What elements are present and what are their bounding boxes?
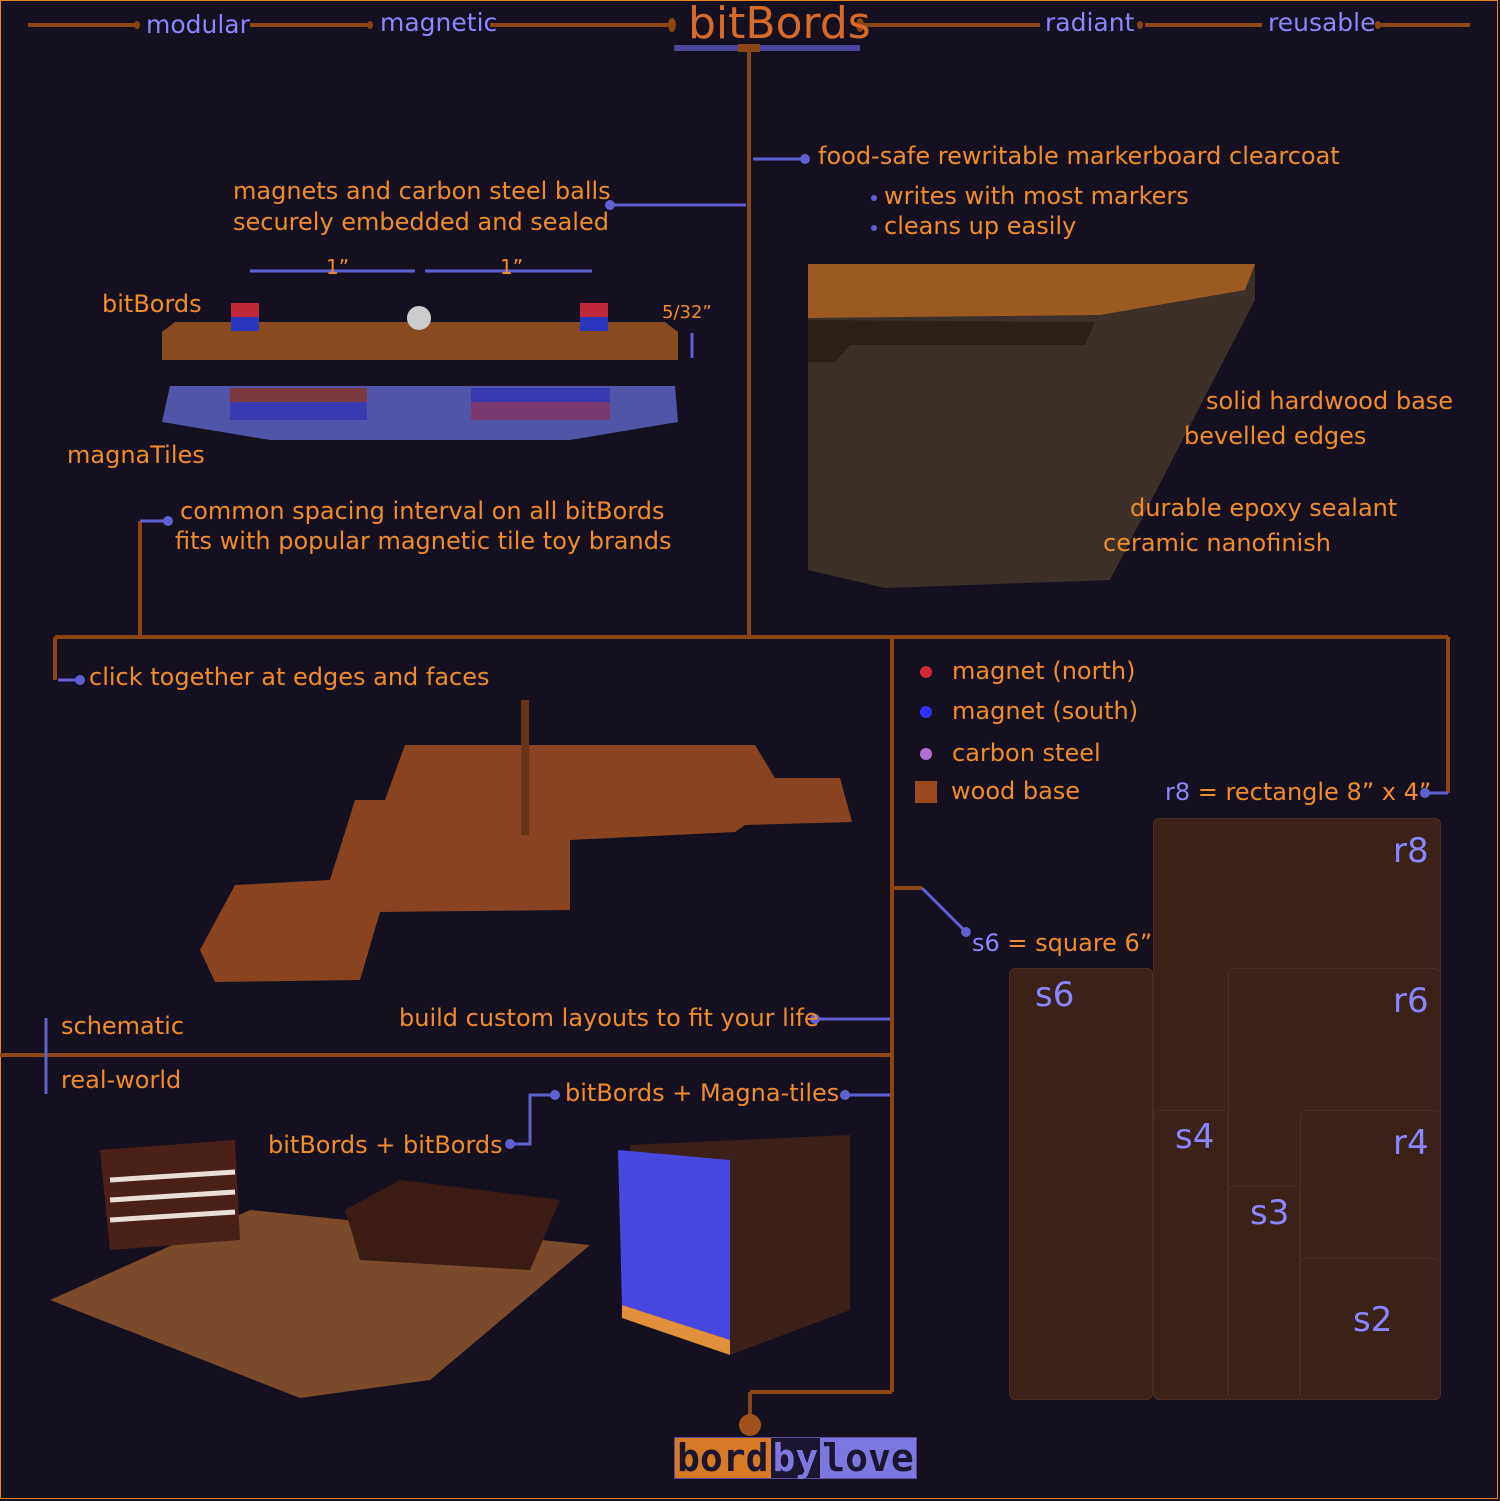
spacing-note-1: common spacing interval on all bitBords bbox=[180, 497, 665, 525]
label-magnatiles: magnaTiles bbox=[67, 441, 205, 469]
board-s4 bbox=[1153, 1110, 1228, 1400]
board-label-s2: s2 bbox=[1353, 1300, 1393, 1340]
legend-steel: carbon steel bbox=[952, 739, 1101, 767]
legend-south: magnet (south) bbox=[952, 697, 1139, 725]
bitbords-magnatiles-label: bitBords + Magna-tiles bbox=[565, 1079, 840, 1107]
legend-wood: wood base bbox=[951, 777, 1081, 805]
callout-bevelled: bevelled edges bbox=[1184, 422, 1367, 450]
r8-def-key: r8 bbox=[1165, 778, 1191, 806]
bullet-markers: writes with most markers bbox=[884, 182, 1189, 210]
south-magnet-icon bbox=[920, 706, 932, 718]
feature-reusable: reusable bbox=[1268, 8, 1376, 37]
logo-by: by bbox=[770, 1436, 821, 1480]
embed-note-1: magnets and carbon steel balls bbox=[233, 177, 611, 205]
r8-def: = rectangle 8” x 4” bbox=[1197, 778, 1432, 806]
callout-nanofinish: ceramic nanofinish bbox=[1103, 529, 1331, 557]
board-s6 bbox=[1009, 968, 1153, 1400]
toggle-real-world[interactable]: real-world bbox=[61, 1066, 182, 1094]
callout-epoxy: durable epoxy sealant bbox=[1130, 494, 1398, 522]
dim-thickness: 5/32” bbox=[662, 302, 712, 323]
carbon-steel-icon bbox=[920, 748, 932, 760]
page-title: bitBords bbox=[688, 0, 871, 49]
board-s2 bbox=[1300, 1258, 1441, 1400]
toggle-schematic[interactable]: schematic bbox=[61, 1012, 185, 1040]
s6-def: = square 6” bbox=[1007, 929, 1153, 957]
logo-love: love bbox=[820, 1436, 916, 1480]
feature-modular: modular bbox=[146, 10, 250, 39]
clearcoat-note: food-safe rewritable markerboard clearco… bbox=[818, 142, 1340, 170]
logo-bord: bord bbox=[675, 1436, 771, 1480]
board-label-s6: s6 bbox=[1035, 975, 1075, 1015]
build-note: build custom layouts to fit your life bbox=[399, 1004, 819, 1032]
wood-base-icon bbox=[915, 781, 937, 803]
click-note: click together at edges and faces bbox=[89, 663, 490, 691]
spacing-note-2: fits with popular magnetic tile toy bran… bbox=[175, 527, 672, 555]
label-bitbords: bitBords bbox=[102, 290, 202, 318]
north-magnet-icon bbox=[920, 666, 932, 678]
embed-note-2: securely embedded and sealed bbox=[233, 208, 609, 236]
board-label-s4: s4 bbox=[1175, 1117, 1215, 1157]
legend-north: magnet (north) bbox=[952, 657, 1136, 685]
dim-spacing-1: 1” bbox=[326, 255, 350, 279]
board-s3 bbox=[1228, 1186, 1300, 1400]
board-label-r8: r8 bbox=[1393, 831, 1429, 871]
dim-spacing-2: 1” bbox=[500, 255, 524, 279]
callout-hardwood: solid hardwood base bbox=[1206, 387, 1454, 415]
board-label-r6: r6 bbox=[1393, 981, 1429, 1021]
board-label-s3: s3 bbox=[1250, 1193, 1290, 1233]
s6-def-key: s6 bbox=[972, 929, 1000, 957]
bitbords-bitbords-label: bitBords + bitBords bbox=[268, 1131, 503, 1159]
board-label-r4: r4 bbox=[1393, 1123, 1429, 1163]
feature-magnetic: magnetic bbox=[380, 8, 498, 37]
feature-radiant: radiant bbox=[1045, 8, 1135, 37]
bullet-cleans: cleans up easily bbox=[884, 212, 1077, 240]
